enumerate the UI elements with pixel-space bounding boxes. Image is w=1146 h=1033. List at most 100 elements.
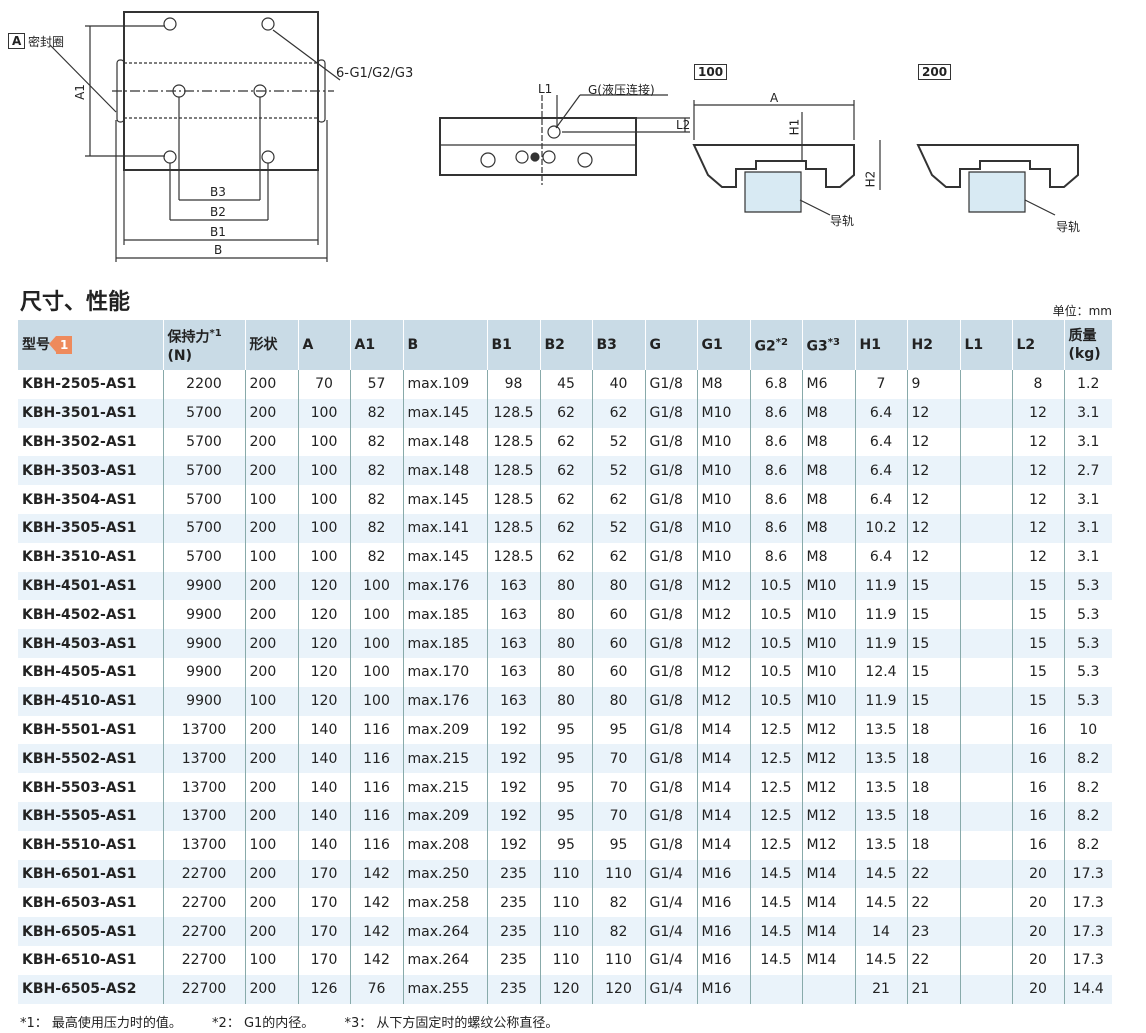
- table-cell: 18: [906, 744, 960, 774]
- table-cell: 22: [906, 888, 960, 918]
- table-cell: 52: [591, 513, 645, 543]
- mass-unit: (kg): [1068, 346, 1101, 362]
- table-cell: max.185: [402, 629, 487, 658]
- table-cell: 200: [244, 657, 298, 687]
- table-cell: M14: [696, 744, 750, 774]
- table-cell: 10: [1063, 715, 1112, 745]
- footnote-3: *3： 从下方固定时的螺纹公称直径。: [344, 1016, 559, 1031]
- table-cell: M8: [801, 513, 855, 543]
- table-cell: [959, 370, 1012, 399]
- table-cell: 8.6: [749, 456, 802, 486]
- table-cell: 200: [244, 456, 298, 486]
- table-cell: 22700: [162, 974, 245, 1004]
- table-cell: 100: [297, 485, 350, 514]
- model-cell: KBH-3503-AS1: [18, 456, 163, 486]
- table-cell: 2200: [162, 370, 245, 399]
- table-cell: max.148: [402, 427, 487, 457]
- table-cell: 40: [591, 370, 645, 399]
- table-cell: 116: [349, 715, 403, 745]
- table-cell: 120: [297, 600, 350, 630]
- model-cell: KBH-5510-AS1: [22, 837, 137, 854]
- table-cell: 120: [539, 974, 592, 1004]
- table-cell: 5700: [162, 513, 245, 543]
- table-cell: 235: [486, 859, 540, 889]
- table-cell: 100: [297, 427, 350, 457]
- table-cell: G1/8: [644, 715, 697, 745]
- table-cell: [959, 686, 1012, 716]
- table-cell: 15: [906, 571, 960, 601]
- unit-label: 单位：mm: [1052, 304, 1112, 318]
- table-cell: 8.2: [1063, 830, 1112, 860]
- table-cell: 120: [297, 629, 350, 658]
- section-title: 尺寸、性能: [20, 290, 131, 315]
- table-cell: 13700: [162, 830, 245, 860]
- table-cell: G1/8: [644, 398, 697, 428]
- table-cell: 235: [486, 945, 540, 975]
- table-cell: 13700: [162, 801, 245, 831]
- table-cell: 95: [591, 830, 645, 860]
- table-cell: 8.6: [749, 542, 802, 572]
- table-cell: 21: [854, 974, 907, 1004]
- table-cell: 14.5: [854, 859, 907, 889]
- table-cell: 235: [486, 888, 540, 918]
- table-cell: M8: [801, 485, 855, 514]
- table-cell: max.145: [402, 485, 487, 514]
- table-cell: 100: [244, 945, 298, 975]
- table-cell: M8: [801, 398, 855, 428]
- table-cell: 110: [591, 945, 645, 975]
- col-a: A: [297, 320, 350, 370]
- model-cell: KBH-4501-AS1: [18, 571, 163, 601]
- table-cell: M12: [801, 715, 855, 745]
- table-cell: 1.2: [1063, 370, 1112, 399]
- model-cell: KBH-3501-AS1: [18, 398, 163, 428]
- l2-label: L2: [676, 118, 691, 132]
- table-cell: 128.5: [486, 427, 540, 457]
- table-cell: 14.4: [1063, 974, 1112, 1004]
- badge: 1: [48, 336, 73, 354]
- table-cell: 22: [906, 859, 960, 889]
- model-cell: KBH-3502-AS1: [22, 433, 137, 450]
- table-cell: M10: [696, 513, 750, 543]
- table-cell: 16: [1011, 715, 1064, 745]
- table-cell: M10: [801, 571, 855, 601]
- table-cell: 21: [906, 974, 960, 1004]
- col-g1: G1: [696, 320, 750, 370]
- a1-label: A1: [72, 84, 87, 100]
- table-cell: G1/8: [644, 830, 697, 860]
- table-cell: 2.7: [1063, 456, 1112, 486]
- table-cell: 14.5: [749, 945, 802, 975]
- table-cell: 12: [906, 542, 960, 572]
- col-b1: B1: [486, 320, 540, 370]
- table-cell: 200: [244, 370, 298, 399]
- table-cell: 10.5: [749, 686, 802, 716]
- table-cell: G1/8: [644, 600, 697, 630]
- table-cell: M10: [696, 485, 750, 514]
- table-cell: 235: [486, 917, 540, 946]
- table-cell: G1/8: [644, 485, 697, 514]
- table-cell: 70: [591, 744, 645, 774]
- table-cell: 15: [1011, 600, 1064, 630]
- table-cell: 6.4: [854, 398, 907, 428]
- table-cell: 192: [486, 830, 540, 860]
- table-cell: M12: [801, 801, 855, 831]
- table-cell: 200: [244, 888, 298, 918]
- table-cell: 14.5: [749, 888, 802, 918]
- table-cell: 80: [539, 600, 592, 630]
- table-cell: 12: [906, 427, 960, 457]
- table-cell: 80: [539, 686, 592, 716]
- dimension-diagrams: A 密封圈 6-G1/G2/G3 A1 B3 B2 B1 B L1 L2 G(液…: [0, 0, 1146, 270]
- model-cell: KBH-6501-AS1: [18, 859, 163, 889]
- table-cell: 100: [297, 456, 350, 486]
- table-cell: M10: [696, 398, 750, 428]
- table-cell: 200: [244, 600, 298, 630]
- table-cell: 12.5: [749, 773, 802, 802]
- table-cell: 100: [244, 686, 298, 716]
- table-cell: 22: [906, 945, 960, 975]
- table-cell: 60: [591, 629, 645, 658]
- table-cell: 60: [591, 657, 645, 687]
- table-cell: M10: [801, 686, 855, 716]
